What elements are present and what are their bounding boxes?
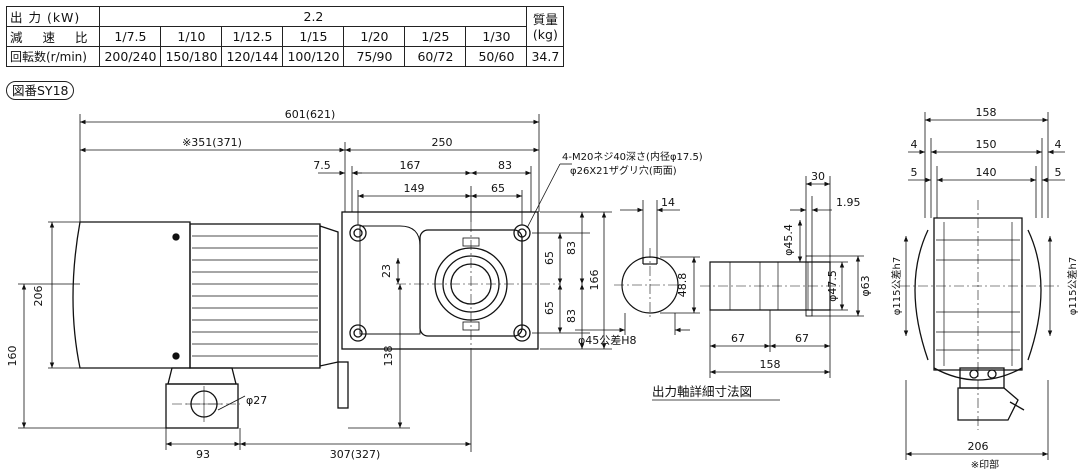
tap-note-line-2: φ26X21ザグリ穴(両面) <box>570 164 677 177</box>
dim-48-8: 48.8 <box>676 273 689 298</box>
dim-158-shaft: 158 <box>760 358 781 371</box>
figure-label: 図番SY18 <box>6 81 75 100</box>
speed-cell: 100/120 <box>282 46 345 67</box>
speed-cell: 60/72 <box>404 46 467 67</box>
ratio-cell: 1/7.5 <box>99 26 162 47</box>
dim-motor-length: ※351(371) <box>182 136 242 149</box>
dim-160: 160 <box>6 346 19 367</box>
motor-body <box>72 221 349 429</box>
speed-label: 回転数(r/min) <box>5 46 101 67</box>
dim-67-a: 67 <box>731 332 745 345</box>
dim-65-b: 65 <box>543 301 556 315</box>
dim-307: 307(327) <box>330 448 381 461</box>
gearbox-front <box>341 211 539 350</box>
speed-cell: 120/144 <box>221 46 284 67</box>
dim-65-a: 65 <box>543 251 556 265</box>
dim-140: 140 <box>976 166 997 179</box>
main-view-labels: 601(621) ※351(371) 250 7.5 167 83 149 65… <box>6 108 601 461</box>
side-view-dims <box>903 112 1065 460</box>
dim-overall: 601(621) <box>285 108 336 121</box>
dim-phi27: φ27 <box>246 394 267 407</box>
dim-phi115-right: φ115公差h7 <box>1066 257 1079 315</box>
dim-206: 206 <box>32 286 45 307</box>
dim-166: 166 <box>588 270 601 291</box>
dim-83-top: 83 <box>498 159 512 172</box>
dim-150: 150 <box>976 138 997 151</box>
mass-unit: (kg) <box>532 26 558 42</box>
dim-30: 30 <box>811 170 825 183</box>
shaft-detail-title: 出力軸詳細寸法図 <box>652 384 752 399</box>
dim-167: 167 <box>400 159 421 172</box>
mass-value: 34.7 <box>526 46 565 67</box>
speed-cell: 75/90 <box>343 46 406 67</box>
speed-cell: 200/240 <box>99 46 162 67</box>
footnote: ※印部 <box>971 458 999 471</box>
dim-158-right: 158 <box>976 106 997 119</box>
dim-phi47-5: φ47.5 <box>826 270 839 302</box>
ratio-cell: 1/12.5 <box>221 26 284 47</box>
dim-7-5: 7.5 <box>313 159 331 172</box>
shaft-side-dims <box>709 176 864 378</box>
tap-note: 4-M20ネジ40深さ(内径φ17.5) φ26X21ザグリ穴(両面) <box>562 150 703 177</box>
dimension-lines <box>18 114 612 452</box>
dim-4-a: 4 <box>911 138 918 151</box>
ratio-label: 減 速 比 <box>5 26 101 47</box>
dim-shaft-phi45: φ45公差H8 <box>578 333 637 347</box>
spec-table: 出 力 (kW) 2.2 質量 (kg) 減 速 比 1/7.5 1/10 1/… <box>5 6 565 67</box>
dim-93: 93 <box>196 448 210 461</box>
mass-label: 質量 <box>532 11 558 27</box>
dim-5-a: 5 <box>911 166 918 179</box>
dim-138: 138 <box>382 346 395 367</box>
dim-149: 149 <box>404 182 425 195</box>
dim-phi115-left: φ115公差h7 <box>890 257 903 315</box>
dim-23: 23 <box>380 264 393 278</box>
dim-4-b: 4 <box>1055 138 1062 151</box>
tap-note-line-1: 4-M20ネジ40深さ(内径φ17.5) <box>562 150 703 163</box>
dim-5-b: 5 <box>1055 166 1062 179</box>
shaft-end-dims <box>575 200 700 335</box>
dim-phi63: φ63 <box>859 275 872 296</box>
dim-gear-length: 250 <box>432 136 453 149</box>
dim-key-14: 14 <box>661 196 675 209</box>
dim-83-b: 83 <box>565 309 578 323</box>
center-lines <box>172 222 560 405</box>
dim-phi45-4: φ45.4 <box>782 224 795 256</box>
speed-cell: 50/60 <box>465 46 528 67</box>
dim-206-bottom: 206 <box>968 440 989 453</box>
dim-67-b: 67 <box>795 332 809 345</box>
dim-65-top: 65 <box>491 182 505 195</box>
dim-83-a: 83 <box>565 241 578 255</box>
dim-1-95: 1.95 <box>836 196 861 209</box>
